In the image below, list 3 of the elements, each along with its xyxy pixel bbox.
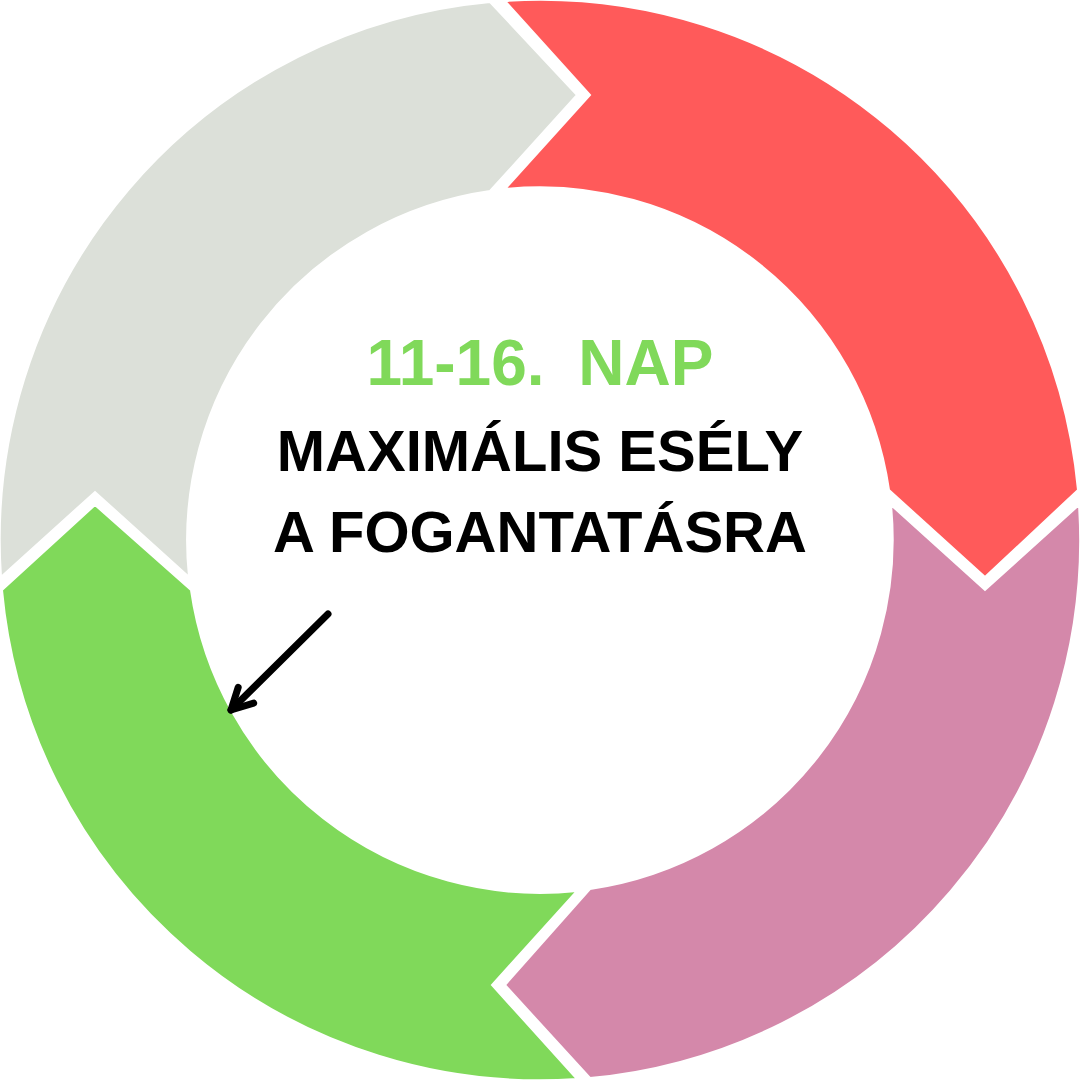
statement-text: MAXIMÁLIS ESÉLY A FOGANTATÁSRA <box>272 417 808 566</box>
day-range-heading: 11-16. NAP <box>366 331 714 395</box>
arrow <box>227 610 332 714</box>
